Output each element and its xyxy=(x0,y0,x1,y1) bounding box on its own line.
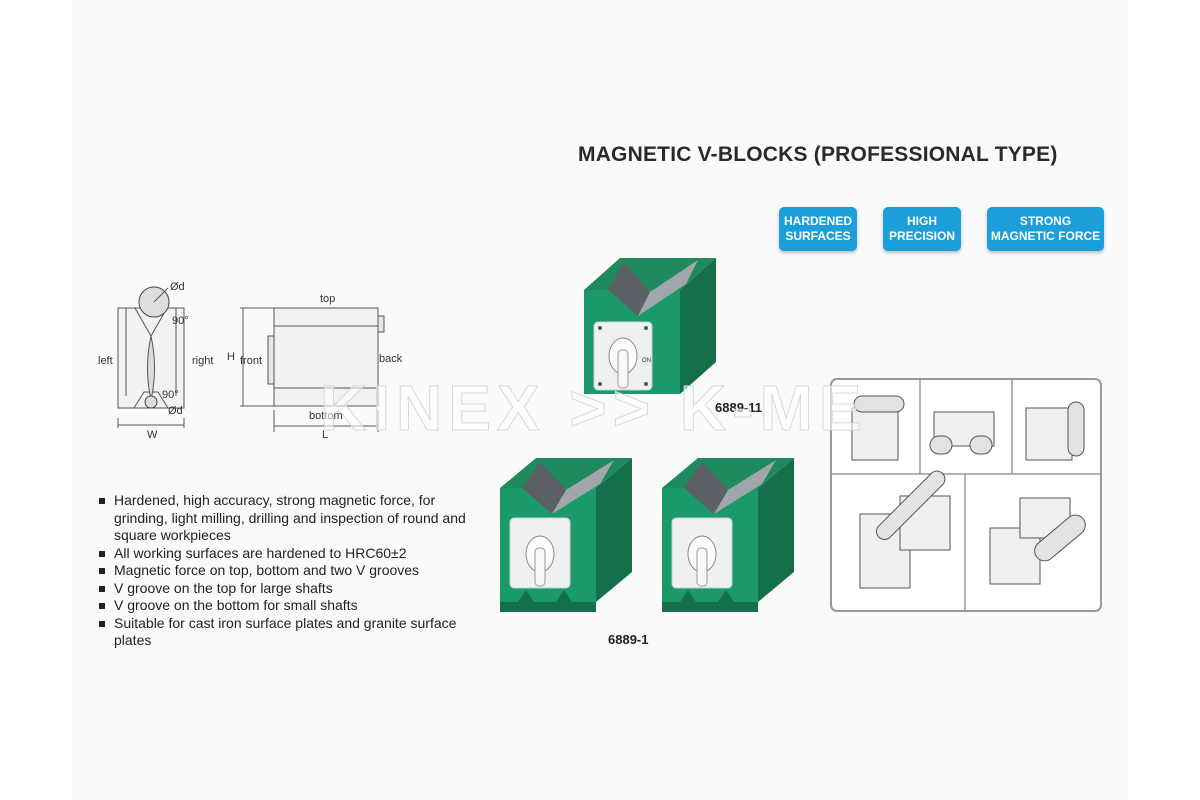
feature-item: Magnetic force on top, bottom and two V … xyxy=(96,562,476,580)
usage-illustration-panel xyxy=(830,378,1102,612)
feature-item: All working surfaces are hardened to HRC… xyxy=(96,545,476,563)
page-title: MAGNETIC V-BLOCKS (PROFESSIONAL TYPE) xyxy=(578,143,1058,166)
dimension-drawing: Ød 90° left right 90° Ød W top front bac… xyxy=(98,281,403,440)
badge-line: SURFACES xyxy=(785,229,851,243)
product-6889-1-left-image xyxy=(500,458,632,612)
back-label: back xyxy=(379,353,403,365)
width-label: W xyxy=(147,429,158,440)
feature-item: V groove on the bottom for small shafts xyxy=(96,597,476,615)
top-label: top xyxy=(320,293,335,305)
model-label-6889-1: 6889-1 xyxy=(608,632,649,647)
end-view xyxy=(117,286,185,428)
feature-item: Hardened, high accuracy, strong magnetic… xyxy=(96,492,476,545)
model-label-6889-11: 6889-11 xyxy=(715,400,762,415)
diameter-top-label: Ød xyxy=(170,281,185,293)
feature-item: Suitable for cast iron surface plates an… xyxy=(96,615,476,650)
right-label: right xyxy=(192,355,213,367)
feature-list: Hardened, high accuracy, strong magnetic… xyxy=(96,492,476,650)
badge-line: PRECISION xyxy=(888,229,955,243)
bottom-label: bottom xyxy=(309,410,343,422)
left-label: left xyxy=(98,355,113,367)
length-label: L xyxy=(322,429,328,440)
product-6889-1-right-image xyxy=(662,458,794,612)
product-6889-11-image: ON xyxy=(584,258,716,394)
badge-line: HIGH xyxy=(906,214,937,228)
height-label: H xyxy=(227,351,235,363)
angle-top-label: 90° xyxy=(172,315,189,327)
front-label: front xyxy=(240,355,262,367)
feature-item: V groove on the top for large shafts xyxy=(96,580,476,598)
badge-line: STRONG xyxy=(1019,214,1072,228)
side-view xyxy=(240,307,385,432)
badge-line: HARDENED xyxy=(783,214,852,228)
diameter-bottom-label: Ød xyxy=(168,405,183,417)
switch-on-label: ON xyxy=(642,358,651,364)
badge-line: MAGNETIC FORCE xyxy=(990,229,1101,243)
angle-bottom-label: 90° xyxy=(162,389,179,401)
